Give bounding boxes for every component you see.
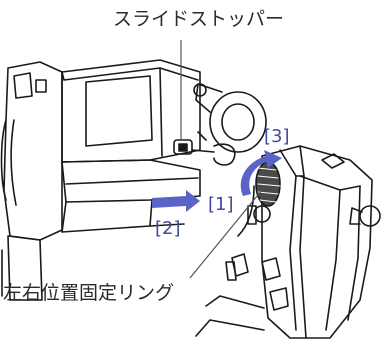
camera-body [3,61,63,241]
callout-lr-ring [189,189,263,279]
side-knob [359,205,381,227]
label-slide-stopper: スライドストッパー [113,8,285,30]
curved-arrow [240,150,282,196]
step-2-label: [2] [155,218,181,239]
right-arrow [152,190,200,212]
handle-clamp [209,91,267,153]
step-3-label: [3] [264,126,290,147]
step-1-label: [1] [208,194,234,215]
label-lr-lock-ring: 左右位置固定リング [3,282,175,304]
slide-stopper [173,139,193,155]
tripod-plate [261,145,373,339]
